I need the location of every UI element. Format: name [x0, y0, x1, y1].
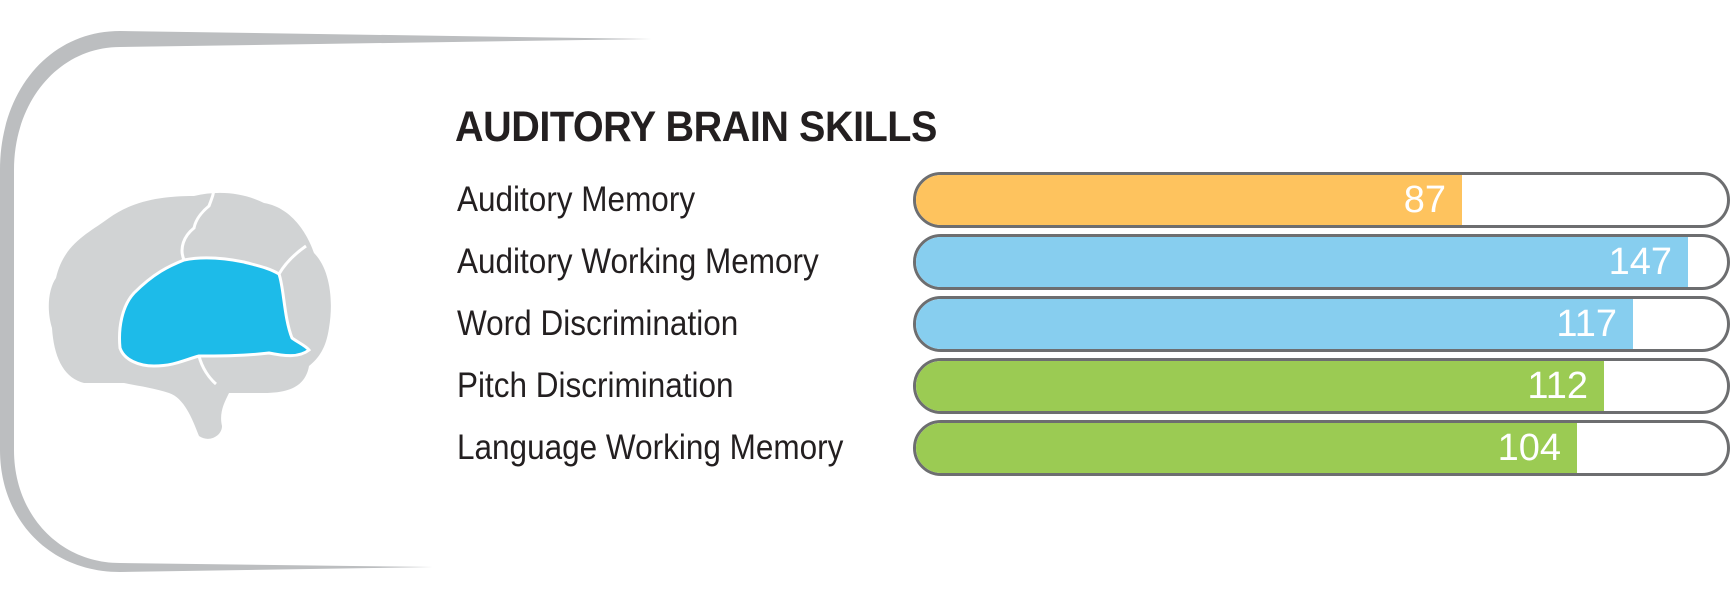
skill-value: 147: [1608, 241, 1672, 283]
skill-bar-fill: 147: [916, 237, 1688, 287]
skill-bar-track: 104: [913, 420, 1730, 476]
skill-value: 112: [1527, 365, 1588, 407]
skill-bar-track: 112: [913, 358, 1730, 414]
skill-bar-fill: 87: [916, 175, 1462, 225]
skill-value: 104: [1497, 427, 1561, 469]
skill-row-auditory-memory: Auditory Memory 87: [0, 172, 1732, 228]
skill-row-auditory-working-memory: Auditory Working Memory 147: [0, 234, 1732, 290]
skill-label: Auditory Memory: [457, 180, 696, 219]
skill-value: 117: [1556, 303, 1617, 345]
skill-label: Language Working Memory: [457, 428, 844, 467]
skill-row-word-discrimination: Word Discrimination 117: [0, 296, 1732, 352]
skill-row-language-working-memory: Language Working Memory 104: [0, 420, 1732, 476]
skill-bar-fill: 112: [916, 361, 1604, 411]
skill-value: 87: [1403, 179, 1446, 221]
skill-bar-track: 87: [913, 172, 1730, 228]
skill-label: Pitch Discrimination: [457, 366, 734, 405]
skill-bar-fill: 104: [916, 423, 1577, 473]
skill-label: Auditory Working Memory: [457, 242, 819, 281]
skill-row-pitch-discrimination: Pitch Discrimination 112: [0, 358, 1732, 414]
chart-title: AUDITORY BRAIN SKILLS: [455, 103, 937, 151]
skill-bar-fill: 117: [916, 299, 1633, 349]
skill-bar-track: 117: [913, 296, 1730, 352]
brain-icon: [48, 188, 331, 439]
skill-label: Word Discrimination: [457, 304, 739, 343]
skill-bar-track: 147: [913, 234, 1730, 290]
